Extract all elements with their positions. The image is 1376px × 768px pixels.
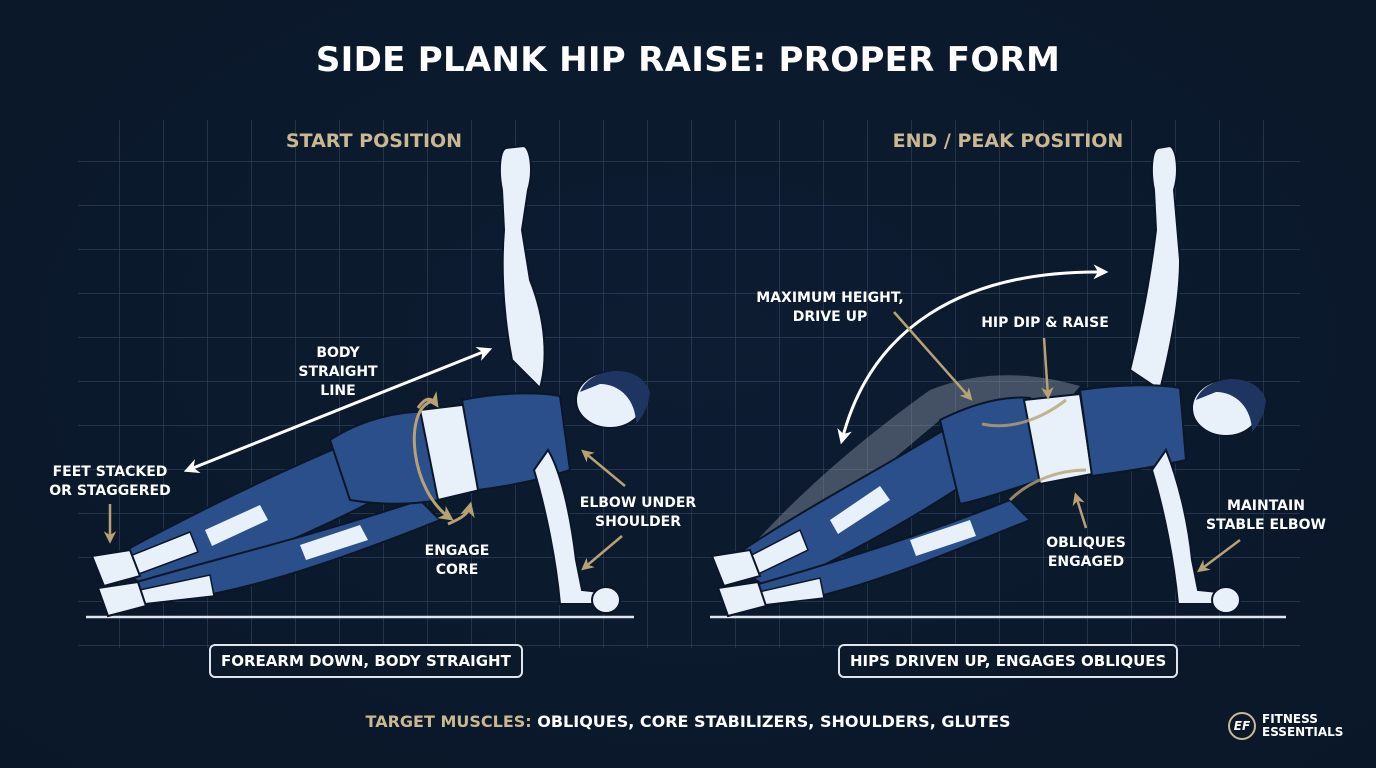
target-muscles-label: TARGET MUSCLES: (365, 712, 532, 731)
obliques-arrow-icon (1072, 492, 1088, 529)
label-body-straight-line: BODY STRAIGHT LINE (298, 345, 378, 399)
label-engage-core: ENGAGE CORE (424, 543, 490, 578)
target-muscles: TARGET MUSCLES: OBLIQUES, CORE STABILIZE… (0, 712, 1376, 731)
figure-end (710, 144, 1266, 618)
label-obliques-engaged: OBLIQUES ENGAGED (1046, 535, 1126, 570)
hip-arc-double-arrow-icon (837, 264, 1109, 445)
elbow-arrow-down-icon (581, 535, 623, 571)
caption-start: FOREARM DOWN, BODY STRAIGHT (209, 644, 523, 678)
max-height-arrow-icon (893, 311, 973, 401)
label-maximum-height: MAXIMUM HEIGHT, DRIVE UP (756, 290, 904, 325)
figure-start (90, 144, 650, 618)
ef-logo-icon: EF (1228, 712, 1256, 740)
core-rotation-arrow-icon (412, 400, 454, 521)
panel-title-end: END / PEAK POSITION (892, 130, 1124, 152)
label-elbow-under-shoulder: ELBOW UNDER SHOULDER (579, 495, 697, 530)
target-muscles-list: OBLIQUES, CORE STABILIZERS, SHOULDERS, G… (531, 712, 1011, 731)
elbow-arrow-up-icon (581, 449, 626, 487)
label-feet-stacked: FEET STACKED OR STAGGERED (49, 464, 171, 499)
brand-name: FITNESS ESSENTIALS (1262, 712, 1344, 739)
brand: EF FITNESS ESSENTIALS (1228, 712, 1343, 740)
label-maintain-stable-elbow: MAINTAIN STABLE ELBOW (1206, 498, 1326, 533)
stable-elbow-arrow-icon (1197, 539, 1241, 573)
hip-dip-arrow-icon (1041, 337, 1054, 400)
page-title: SIDE PLANK HIP RAISE: PROPER FORM (315, 40, 1061, 80)
caption-end: HIPS DRIVEN UP, ENGAGES OBLIQUES (838, 644, 1179, 678)
label-hip-dip-raise: HIP DIP & RAISE (981, 315, 1109, 331)
panel-title-start: START POSITION (285, 130, 463, 152)
body-line-double-arrow-icon (183, 346, 493, 474)
